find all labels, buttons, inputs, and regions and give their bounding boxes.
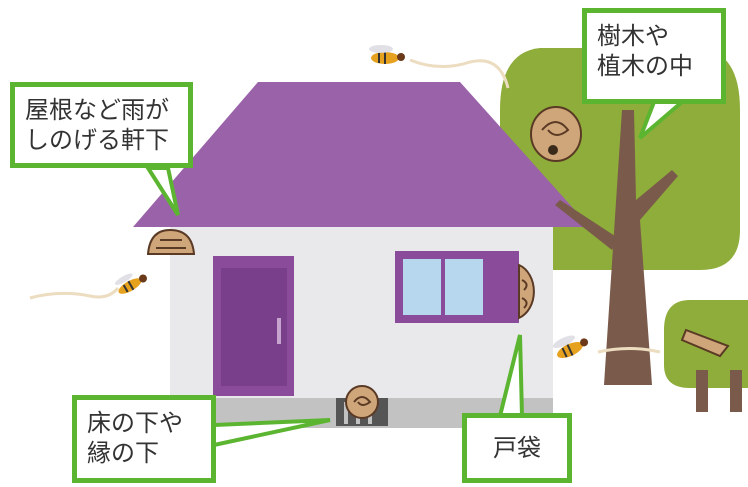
callout-floor-line2: 縁の下 [87, 439, 159, 467]
tree-branch [555, 200, 618, 250]
window-glass-right [445, 259, 483, 315]
wasp-nest-icon [530, 106, 582, 162]
callout-shutter: 戸袋 [462, 413, 572, 483]
callout-eaves-line1: 屋根など雨が [25, 96, 169, 124]
house-roof [133, 82, 590, 227]
hornet-icon [369, 45, 405, 64]
door-panel [221, 268, 287, 386]
floor-callout-pointer [212, 418, 331, 448]
hornet-icon [552, 335, 589, 359]
callout-floor-line1: 床の下や [87, 409, 183, 437]
bush-trunk-right [730, 370, 742, 412]
callout-trees-line2: 植木の中 [597, 52, 693, 80]
callout-trees: 樹木や 植木の中 [582, 8, 726, 104]
callout-trees-line1: 樹木や [597, 22, 669, 50]
wasp-nest-icon [146, 228, 196, 255]
window-glass-left [403, 259, 441, 315]
callout-floor: 床の下や 縁の下 [72, 395, 216, 483]
door-handle [277, 318, 281, 344]
hornet-icon [114, 273, 147, 294]
flight-trail [597, 347, 661, 354]
eaves-callout-pointer [144, 166, 180, 217]
callout-shutter-label: 戸袋 [493, 434, 541, 462]
floor-vent [336, 385, 388, 426]
flight-trail [29, 286, 120, 300]
callout-eaves: 屋根など雨が しのげる軒下 [10, 82, 193, 168]
wasp-nest-icon [680, 328, 730, 358]
callout-eaves-line2: しのげる軒下 [25, 126, 169, 154]
tree-trunk [604, 110, 678, 385]
wasp-nest-icon [518, 263, 535, 320]
flight-trail [409, 58, 510, 89]
bush-trunk-left [696, 370, 708, 412]
